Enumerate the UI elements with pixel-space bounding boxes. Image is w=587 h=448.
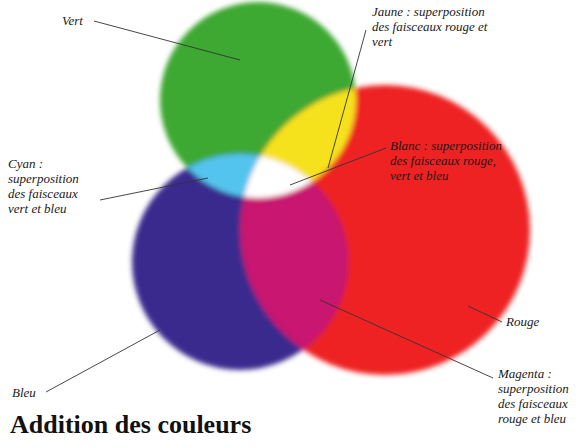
- leader-line: [320, 300, 493, 378]
- leader-line: [468, 306, 502, 322]
- color-label: Bleu: [12, 385, 52, 400]
- magenta-area: [240, 85, 530, 375]
- white-area: [240, 85, 530, 375]
- additive-mix: [132, 2, 530, 375]
- leader-line: [46, 330, 160, 392]
- color-label: Magenta : superposition des faisceaux ro…: [498, 366, 582, 426]
- leader-line: [94, 21, 240, 60]
- leader-line: [290, 148, 386, 185]
- color-label: Cyan : superposition des faisceaux vert …: [8, 156, 96, 216]
- red-beam: [240, 85, 530, 375]
- color-label: Rouge: [506, 314, 566, 329]
- diagram-title: Addition des couleurs: [10, 410, 251, 440]
- yellow-area: [240, 85, 530, 375]
- color-label: Jaune : superposition des faisceaux roug…: [372, 4, 494, 49]
- leader-lines: [46, 21, 502, 392]
- leader-line: [328, 30, 366, 168]
- color-label: Vert: [62, 13, 122, 28]
- leader-line: [100, 178, 208, 200]
- color-label: Blanc : superposition des faisceaux roug…: [390, 138, 518, 183]
